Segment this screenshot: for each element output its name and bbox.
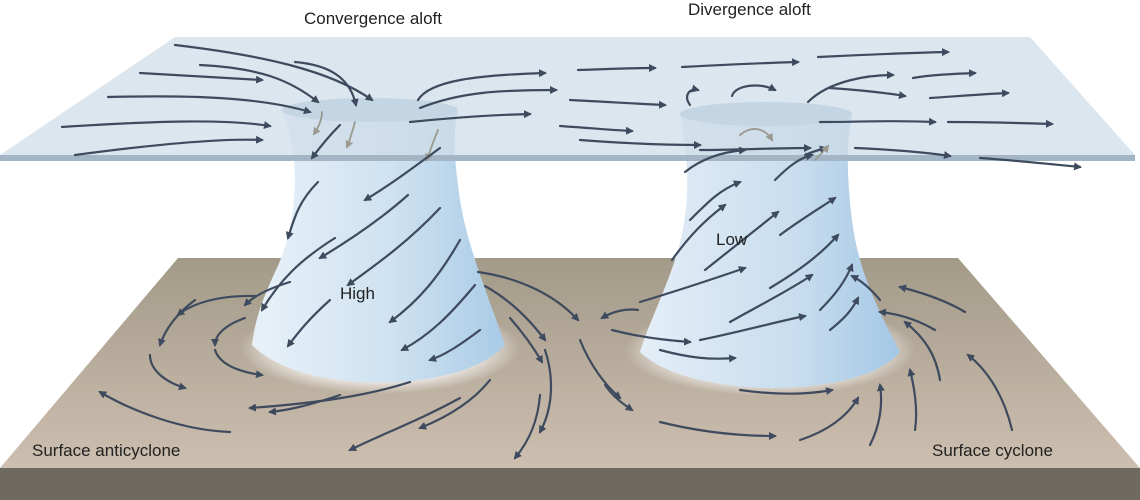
surface-cyclone-arrows <box>600 274 1014 447</box>
low-column-arrows <box>638 152 860 342</box>
label-high: High <box>340 284 375 303</box>
upper-arrows-convergence <box>60 43 558 157</box>
upper-arrows-divergence <box>558 48 1082 174</box>
label-surface-anticyclone: Surface anticyclone <box>32 441 180 460</box>
upper-plane <box>0 37 1135 161</box>
ground-plane <box>0 258 1140 500</box>
label-divergence-aloft: Divergence aloft <box>688 0 811 19</box>
surface-anticyclone-arrows <box>98 270 634 460</box>
label-convergence-aloft: Convergence aloft <box>304 9 442 28</box>
label-low: Low <box>716 230 748 249</box>
high-column-arrows <box>260 123 482 362</box>
label-surface-cyclone: Surface cyclone <box>932 441 1053 460</box>
